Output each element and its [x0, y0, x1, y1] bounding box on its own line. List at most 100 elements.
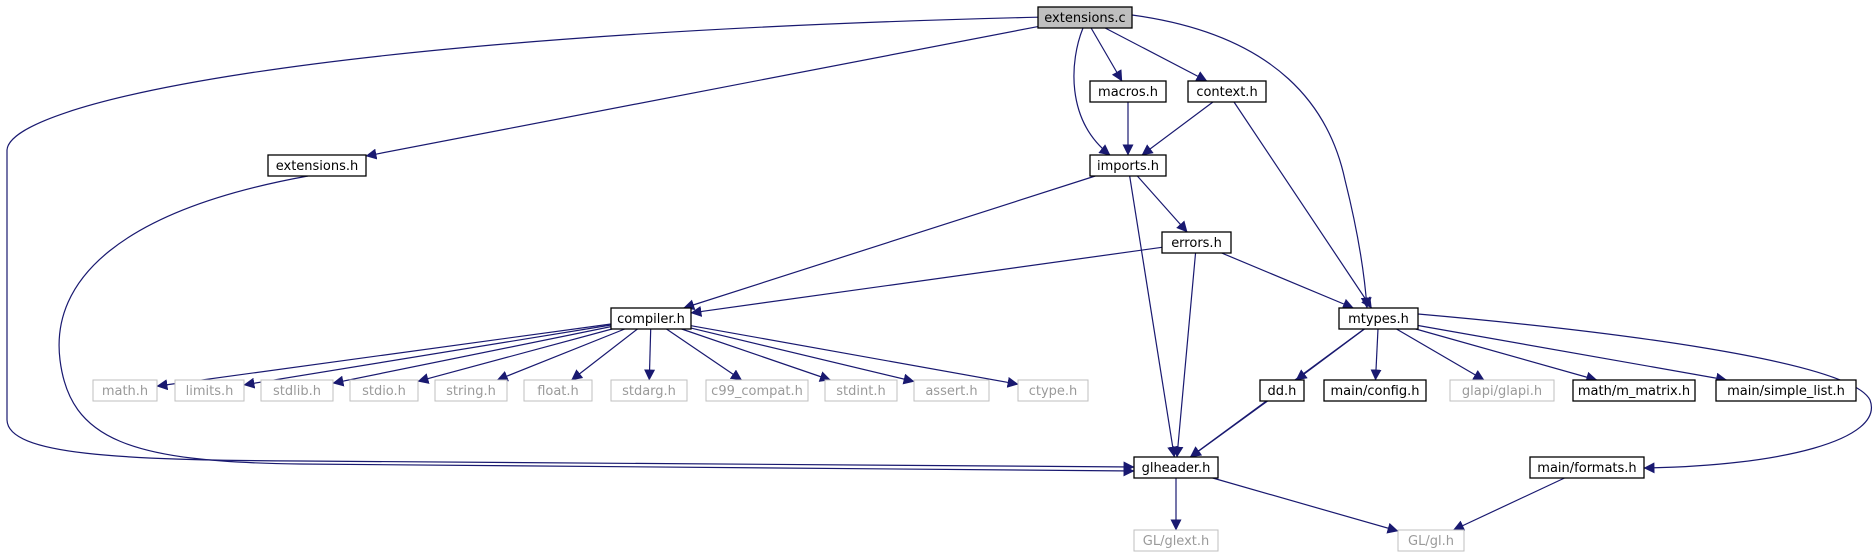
edge-imports-h-to-glheader-h [1129, 175, 1179, 458]
node-box [1187, 80, 1267, 103]
node-label: GL/gl.h [1408, 534, 1454, 549]
node-label: dd.h [1268, 384, 1297, 399]
node-label: main/config.h [1330, 384, 1419, 399]
edge-mtypes-h-to-glapi-glapi-h [1396, 328, 1485, 381]
edge-compiler-h-to-float-h [571, 328, 638, 381]
edge-imports-h-to-errors-h [1136, 175, 1188, 233]
edge-compiler-h-to-limits-h [243, 324, 612, 389]
edge-context-h-to-imports-h [1141, 101, 1214, 156]
node-compiler-h[interactable]: compiler.h [610, 307, 692, 330]
node-math-m-matrix-h[interactable]: math/m_matrix.h [1572, 379, 1696, 402]
node-label: imports.h [1097, 159, 1159, 174]
node-box [260, 379, 334, 402]
node-imports-h[interactable]: imports.h [1089, 154, 1167, 177]
node-box [1161, 231, 1232, 254]
node-errors-h[interactable]: errors.h [1161, 231, 1232, 254]
edge-compiler-h-to-math-h [156, 323, 612, 391]
node-box [824, 379, 898, 402]
node-label: main/simple_list.h [1727, 384, 1845, 399]
node-extensions-c[interactable]: extensions.c [1037, 6, 1133, 29]
node-main-config-h[interactable]: main/config.h [1323, 379, 1427, 402]
node-label: glheader.h [1142, 461, 1211, 476]
node-label: c99_compat.h [711, 384, 803, 399]
node-box [349, 379, 419, 402]
node-label: stdarg.h [622, 384, 676, 399]
edge-glheader-h-to-gl-gl-h [1212, 477, 1399, 534]
node-stdlib-h: stdlib.h [260, 379, 334, 402]
node-label: errors.h [1171, 236, 1222, 251]
node-box [434, 379, 508, 402]
node-label: macros.h [1098, 85, 1158, 100]
node-box [174, 379, 245, 402]
node-label: limits.h [186, 384, 234, 399]
node-box [1715, 379, 1857, 402]
edge-compiler-h-to-stdlib-h [332, 326, 612, 387]
edge-extensions-c-to-extensions-h [365, 25, 1039, 160]
node-label: float.h [537, 384, 579, 399]
node-label: extensions.c [1044, 11, 1125, 26]
node-label: string.h [446, 384, 496, 399]
node-glapi-glapi-h: glapi/glapi.h [1449, 379, 1555, 402]
node-box [1572, 379, 1696, 402]
node-box [92, 379, 158, 402]
edge-errors-h-to-glheader-h [1172, 252, 1197, 458]
node-label: mtypes.h [1348, 312, 1409, 327]
node-context-h[interactable]: context.h [1187, 80, 1267, 103]
node-dd-h[interactable]: dd.h [1259, 379, 1305, 402]
node-label: stdio.h [362, 384, 406, 399]
node-box [523, 379, 593, 402]
edge-errors-h-to-compiler-h [690, 246, 1163, 317]
node-label: main/formats.h [1537, 461, 1636, 476]
node-macros-h[interactable]: macros.h [1089, 80, 1167, 103]
node-box [1017, 379, 1089, 402]
edge-mtypes-h-to-math-m-matrix-h [1415, 328, 1598, 383]
edge-errors-h-to-mtypes-h [1221, 252, 1354, 310]
node-box [1133, 529, 1219, 552]
node-math-h: math.h [92, 379, 158, 402]
node-box [610, 307, 692, 330]
node-main-simple-list-h[interactable]: main/simple_list.h [1715, 379, 1857, 402]
edge-mtypes-h-to-dd-h [1295, 328, 1365, 381]
node-gl-gl-h: GL/gl.h [1397, 529, 1465, 552]
edge-compiler-h-to-c99-compat-h [666, 328, 742, 381]
node-box [610, 379, 688, 402]
edge-extensions-c-to-imports-h [1073, 27, 1111, 156]
edge-mtypes-h-to-main-formats-h [1417, 313, 1873, 474]
node-label: extensions.h [276, 159, 359, 174]
node-label: GL/glext.h [1143, 534, 1210, 549]
node-label: stdlib.h [273, 384, 321, 399]
node-glheader-h[interactable]: glheader.h [1133, 456, 1219, 479]
edge-extensions-h-to-glheader-h [58, 175, 1135, 477]
node-stdio-h: stdio.h [349, 379, 419, 402]
node-assert-h: assert.h [913, 379, 990, 402]
node-main-formats-h[interactable]: main/formats.h [1529, 456, 1645, 479]
node-box [705, 379, 809, 402]
edge-extensions-c-to-macros-h [1090, 27, 1123, 82]
edge-main-formats-h-to-gl-gl-h [1452, 477, 1565, 531]
node-box [1133, 456, 1219, 479]
node-box [1089, 154, 1167, 177]
edge-compiler-h-to-stdint-h [681, 328, 831, 382]
node-ctype-h: ctype.h [1017, 379, 1089, 402]
node-stdint-h: stdint.h [824, 379, 898, 402]
edge-extensions-c-to-context-h [1104, 27, 1208, 82]
node-box [1089, 80, 1167, 103]
node-label: math/m_matrix.h [1578, 384, 1690, 399]
edge-compiler-h-to-stdarg-h [644, 328, 656, 381]
node-float-h: float.h [523, 379, 593, 402]
edge-compiler-h-to-assert-h [690, 327, 915, 385]
node-box [1449, 379, 1555, 402]
node-string-h: string.h [434, 379, 508, 402]
node-label: assert.h [925, 384, 977, 399]
edge-context-h-to-mtypes-h [1233, 101, 1372, 309]
node-label: ctype.h [1029, 384, 1078, 399]
node-box [267, 154, 367, 177]
node-box [1323, 379, 1427, 402]
node-extensions-h[interactable]: extensions.h [267, 154, 367, 177]
node-label: stdint.h [836, 384, 885, 399]
edge-imports-h-to-compiler-h [683, 175, 1096, 311]
edge-dd-h-to-glheader-h [1190, 400, 1268, 458]
edges-layer [6, 14, 1873, 534]
node-mtypes-h[interactable]: mtypes.h [1338, 307, 1419, 330]
node-limits-h: limits.h [174, 379, 245, 402]
